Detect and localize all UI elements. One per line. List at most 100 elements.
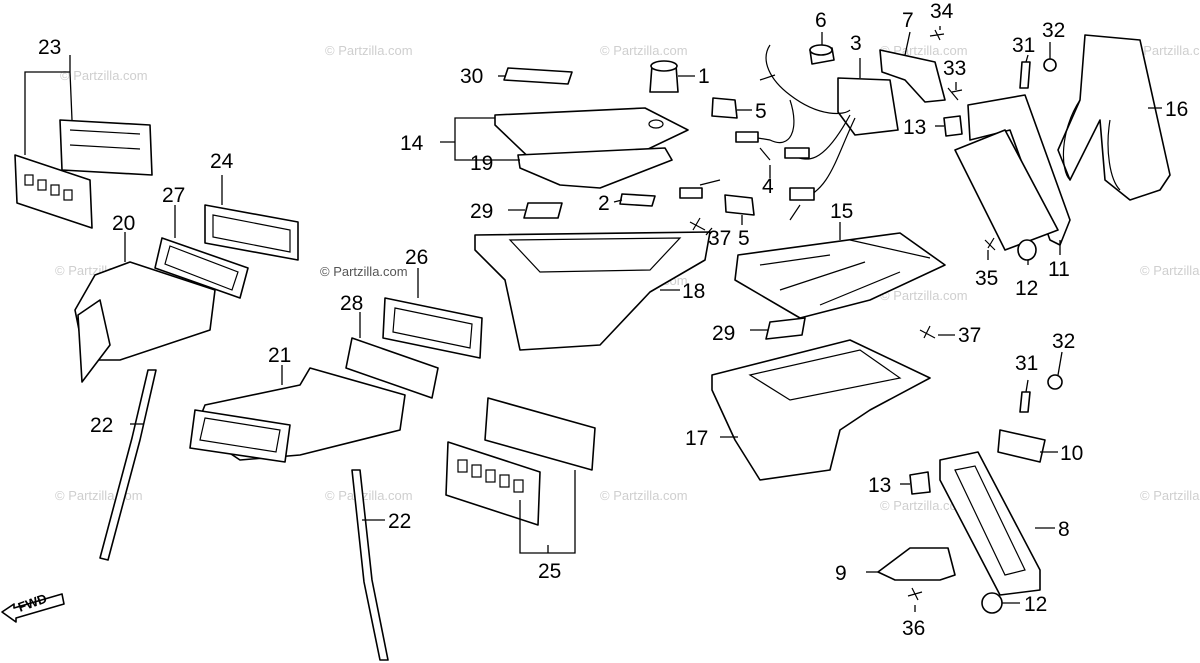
- callout-17: 17: [685, 427, 708, 450]
- callout-33: 33: [943, 57, 966, 80]
- part-22-hose-left: [99, 369, 157, 561]
- part-6-cap-top: [809, 44, 833, 56]
- callout-22-center: 22: [388, 510, 411, 533]
- part-23-grille-slots: [24, 174, 73, 201]
- part-34-screw: [929, 29, 945, 41]
- leader-14-19: [440, 117, 520, 161]
- callout-5-upper: 5: [755, 100, 767, 123]
- callout-37-lower: 37: [958, 324, 981, 347]
- part-5-clip-lower: [724, 194, 755, 216]
- callout-6: 6: [815, 9, 827, 32]
- callout-18: 18: [682, 280, 705, 303]
- part-3-connector-b: [784, 147, 810, 159]
- part-5-clip-upper: [711, 97, 738, 119]
- callout-24: 24: [210, 150, 234, 173]
- part-25-duct: [484, 397, 596, 471]
- part-12-cap-upper: [1017, 239, 1037, 261]
- callout-20: 20: [112, 212, 135, 235]
- leader-31-lower: [1025, 379, 1029, 393]
- watermark: © Partzilla.com: [325, 43, 413, 58]
- callout-30: 30: [460, 65, 483, 88]
- part-27-gasket-inner: [164, 245, 239, 291]
- callout-11: 11: [1048, 258, 1070, 281]
- watermark: © Partzilla.com: [880, 498, 968, 513]
- callout-13-upper: 13: [903, 116, 926, 139]
- part-24-frame-inner: [212, 214, 291, 253]
- part-16-cover: [1057, 34, 1171, 201]
- watermark: © Partzilla.com: [1140, 263, 1200, 278]
- part-1-grommet-top: [650, 60, 678, 72]
- callout-4: 4: [762, 175, 774, 198]
- part-27-gasket: [154, 237, 249, 299]
- callout-31-top: 31: [1012, 34, 1035, 57]
- fwd-arrow-icon: [1, 593, 65, 623]
- callout-10: 9: [835, 562, 847, 585]
- callout-15: 15: [830, 200, 853, 223]
- callout-12-upper: 12: [1015, 277, 1038, 300]
- part-15-cover: [734, 232, 946, 319]
- callout-8: 8: [1058, 518, 1070, 541]
- part-31-bolt-top: [1019, 61, 1031, 89]
- callout-13-lower: 13: [868, 474, 891, 497]
- watermark: © Partzilla.com: [880, 288, 968, 303]
- part-7-bracket: [879, 49, 946, 103]
- leader-37-upper: [705, 227, 713, 236]
- watermark: © Partzilla.com: [600, 43, 688, 58]
- part-32-nut-lower: [1047, 374, 1063, 390]
- part-15-cover-ribs: [759, 239, 931, 306]
- callout-2: 2: [598, 192, 610, 215]
- callout-21: 21: [268, 344, 291, 367]
- part-3-wiring: [699, 44, 856, 221]
- part-3-connector-d: [789, 187, 815, 201]
- part-9-holder: [997, 429, 1046, 463]
- part-17-box-opening: [748, 349, 902, 401]
- part-37-screw-lower: [919, 325, 936, 339]
- part-24-frame: [204, 204, 299, 261]
- callout-7: 7: [902, 9, 914, 32]
- part-23-grille: [14, 154, 93, 229]
- callout-9: 10: [1060, 442, 1083, 465]
- part-14-lid-hole: [648, 119, 664, 129]
- callout-1: 1: [698, 65, 710, 88]
- callout-23: 23: [38, 36, 61, 59]
- part-drawings: [1, 29, 1171, 661]
- part-29-label-right: [765, 317, 806, 340]
- watermark: © Partzilla.com: [1130, 43, 1200, 58]
- callout-28: 28: [340, 292, 363, 315]
- part-31-bolt-lower: [1019, 391, 1031, 413]
- part-17-box: [711, 339, 931, 481]
- leader-31-top: [1025, 54, 1029, 63]
- callout-16: 16: [1165, 98, 1188, 121]
- part-18-box: [474, 231, 711, 351]
- watermark: © Partzilla.com: [55, 488, 143, 503]
- callout-29-left: 29: [470, 200, 493, 223]
- watermark: © Partzilla.com: [60, 68, 148, 83]
- callout-12-lower: 12: [1024, 593, 1047, 616]
- part-21-mouth: [189, 409, 291, 463]
- callout-numbers: 23 24 27 20 22 26 28 21 22 25 30 14 19 1…: [16, 0, 1188, 640]
- part-20-flange: [77, 299, 111, 383]
- callout-25: 25: [538, 560, 561, 583]
- callout-31-lower: 31: [1015, 352, 1038, 375]
- part-33-screw: [947, 87, 963, 101]
- part-10-bracket: [877, 547, 956, 581]
- leader-2: [613, 199, 623, 203]
- part-8-frame: [939, 451, 1041, 596]
- watermark: © Partzilla.com: [320, 264, 408, 279]
- part-29-label-left: [523, 202, 563, 219]
- part-16-cover-curves: [1062, 99, 1121, 191]
- callout-14: 14: [400, 132, 424, 155]
- watermark: © Partzilla.com: [1140, 488, 1200, 503]
- part-13-clip-upper: [943, 115, 963, 137]
- watermark: © Partzilla.com: [600, 488, 688, 503]
- part-26-frame: [382, 297, 483, 359]
- part-12-cap-lower: [981, 592, 1003, 614]
- callout-34: 34: [930, 0, 954, 23]
- leader-7: [904, 31, 911, 56]
- callout-36: 36: [902, 617, 925, 640]
- callout-37-upper: 37: [708, 227, 731, 250]
- callout-3: 3: [850, 32, 862, 55]
- callout-22-left: 22: [90, 414, 113, 437]
- callout-19: 19: [470, 152, 493, 175]
